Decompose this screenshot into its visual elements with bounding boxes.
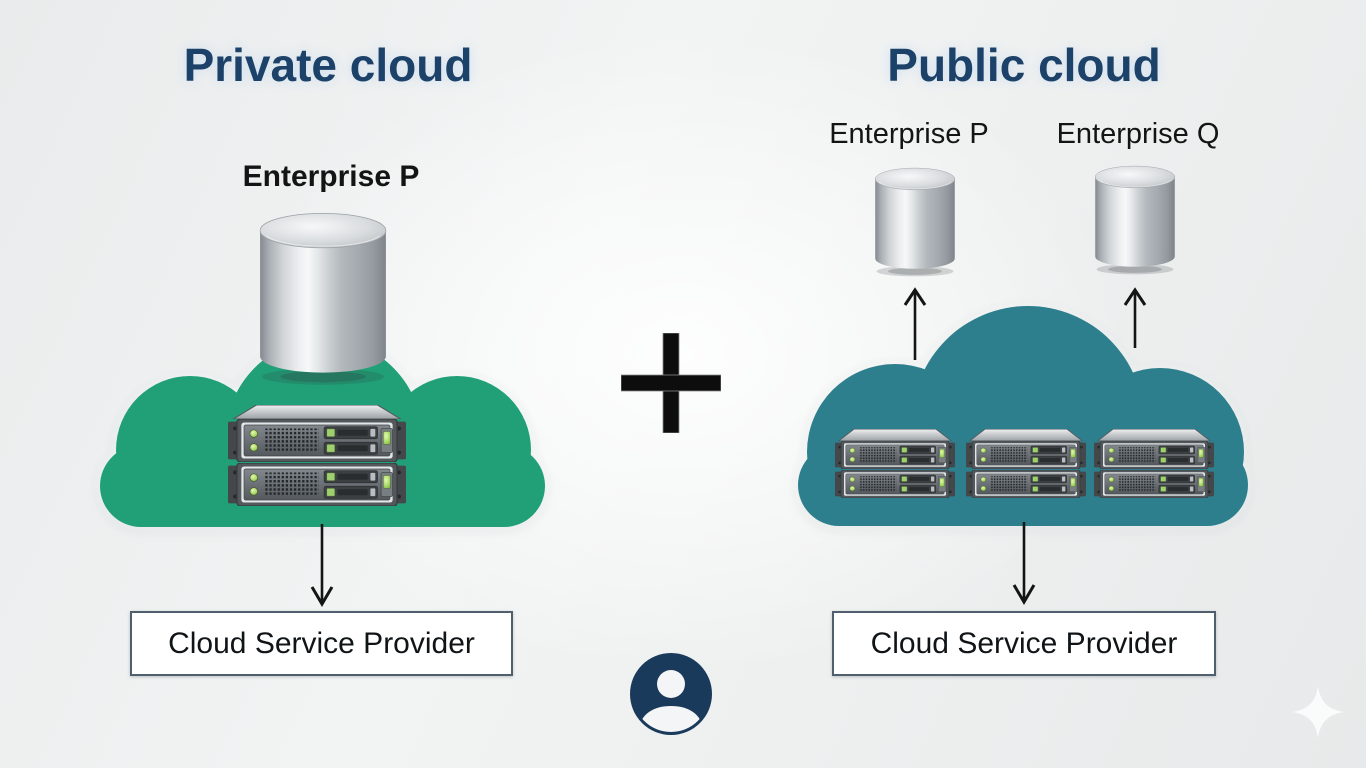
enterprise-p-label-private: Enterprise P: [242, 160, 420, 193]
cloud-service-provider-box-public: Cloud Service Provider: [832, 611, 1216, 676]
server-rack-icon: [835, 441, 955, 469]
server-rack-stack-private: [228, 405, 406, 506]
server-rack-icon: [966, 470, 1086, 498]
rack-lid: [969, 429, 1083, 441]
rack-lid: [232, 405, 402, 419]
server-rack-stack-public-2: [966, 429, 1086, 498]
arrow-up-icon: [1123, 287, 1147, 348]
database-cylinder-icon-enterprise-q: [1090, 159, 1180, 277]
cloud-service-provider-box-private: Cloud Service Provider: [130, 611, 513, 676]
server-rack-icon: [835, 470, 955, 498]
server-rack-stack-public-1: [835, 429, 955, 498]
arrow-down-icon: [1012, 522, 1036, 605]
public-cloud-title: Public cloud: [887, 39, 1161, 91]
database-cylinder-icon-private: [252, 202, 394, 389]
private-cloud-title: Private cloud: [183, 39, 473, 91]
server-rack-icon: [228, 463, 406, 506]
server-rack-icon: [966, 441, 1086, 469]
user-avatar-icon: [630, 653, 712, 735]
arrow-up-icon: [903, 287, 927, 360]
enterprise-q-label-public: Enterprise Q: [1056, 118, 1220, 150]
sparkle-icon: [1292, 686, 1344, 738]
plus-icon: [621, 333, 721, 433]
enterprise-p-label-public: Enterprise P: [829, 118, 989, 150]
arrow-down-icon: [310, 524, 334, 607]
server-rack-icon: [1094, 470, 1214, 498]
server-rack-icon: [228, 419, 406, 462]
rack-lid: [1097, 429, 1211, 441]
server-rack-icon: [1094, 441, 1214, 469]
server-rack-stack-public-3: [1094, 429, 1214, 498]
database-cylinder-icon-enterprise-p: [870, 161, 960, 279]
rack-lid: [838, 429, 952, 441]
